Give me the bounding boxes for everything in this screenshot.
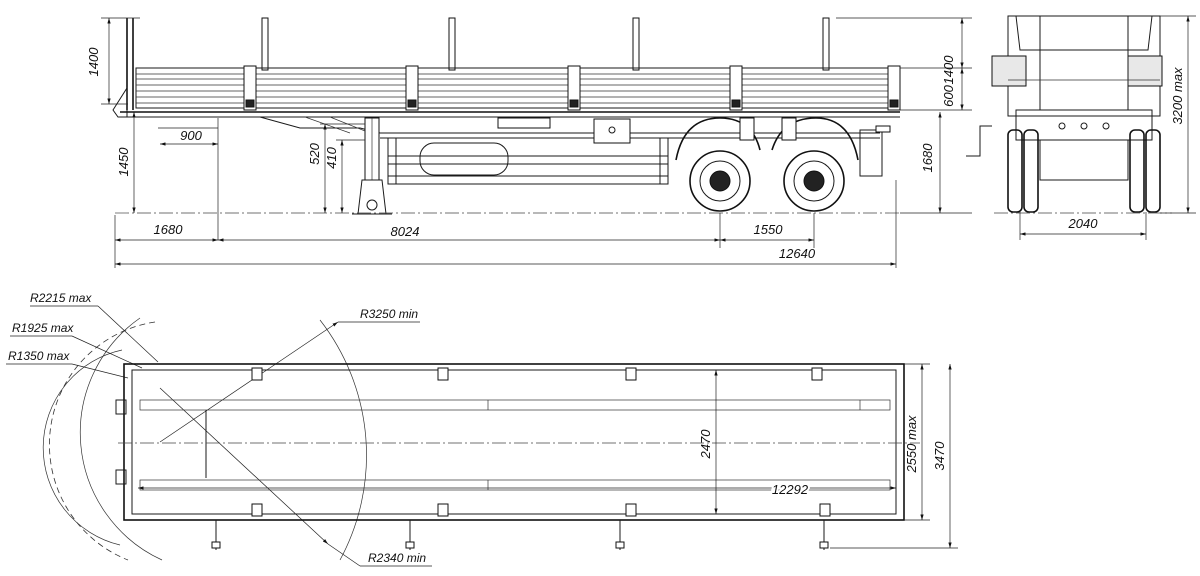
side-underrun-guard (387, 137, 669, 185)
dim-label-side-board-height: 600 (941, 84, 956, 106)
dim-overall-height: 3200 max (1160, 15, 1196, 214)
dim-label-leg-upper: 520 (307, 142, 322, 164)
front-headboard (112, 18, 134, 118)
dim-label-rear-overhang: 900 (180, 128, 202, 143)
radius-leaders: R2215 max R1925 max R1350 max R3250 min … (6, 291, 432, 567)
stake-pockets (211, 367, 831, 550)
dim-overall-width: 2550 max (904, 363, 930, 521)
dim-label-inner-width: 2470 (698, 429, 713, 460)
landing-gear (352, 117, 392, 215)
dim-row-1: 1680 8024 1550 12640 (114, 180, 897, 268)
dim-label-radius-2215: R2215 max (30, 291, 92, 305)
rear-wheel-left (1007, 129, 1039, 213)
dim-label-leg-lower: 410 (324, 146, 339, 168)
dim-label-platform-length: 12292 (772, 482, 809, 497)
platform-outline (115, 363, 905, 521)
dim-label-radius-1925: R1925 max (12, 321, 74, 335)
dim-label-overall-width: 2550 max (904, 415, 919, 474)
dim-width-with-stakes: 3470 (830, 364, 958, 549)
dim-label-track-width: 2040 (1068, 216, 1099, 231)
dim-label-overall-height: 3200 max (1170, 67, 1185, 125)
dim-label-radius-2340: R2340 min (368, 551, 426, 565)
chassis-frame (120, 111, 900, 144)
dim-track-width: 2040 (1019, 212, 1147, 240)
dim-label-front-overhang: 1680 (154, 222, 184, 237)
side-stakes (261, 17, 830, 71)
dim-label-kingpin-to-axle: 8024 (391, 224, 420, 239)
dim-label-axle-spacing: 1550 (754, 222, 784, 237)
dim-platform-length: 12292 (138, 480, 896, 499)
dim-label-body-height: 1400 (86, 47, 101, 77)
dim-right-side: 1400 600 1680 (836, 17, 972, 214)
dim-inner-width: 2470 (698, 370, 718, 514)
side-boards (135, 65, 901, 111)
dim-label-radius-1350: R1350 max (8, 349, 70, 363)
dim-label-width-with-stakes: 3470 (932, 441, 947, 471)
wheel-front (689, 150, 751, 212)
dim-rear-overhang: 900 (158, 118, 219, 240)
rear-wheel-right (1129, 129, 1161, 213)
side-view: 1400 1450 900 520 410 (86, 17, 972, 268)
dim-deck-height: 1450 (116, 112, 136, 213)
dim-label-overall-length: 12640 (779, 246, 816, 261)
dim-label-radius-3250: R3250 min (360, 307, 418, 321)
dim-label-stake-height: 1400 (941, 55, 956, 85)
dim-leg-heights: 520 410 (307, 123, 365, 213)
wheels-and-axles (675, 117, 891, 212)
turning-radius-arcs (42, 317, 367, 561)
dim-label-deck-height: 1450 (116, 147, 131, 177)
wheel-rear (783, 150, 845, 212)
plan-view: R2215 max R1925 max R1350 max R3250 min … (6, 291, 958, 567)
rear-view: 3200 max 2040 (966, 15, 1196, 240)
dim-label-platform-height: 1680 (920, 143, 935, 173)
dim-body-height: 1400 (86, 17, 140, 105)
